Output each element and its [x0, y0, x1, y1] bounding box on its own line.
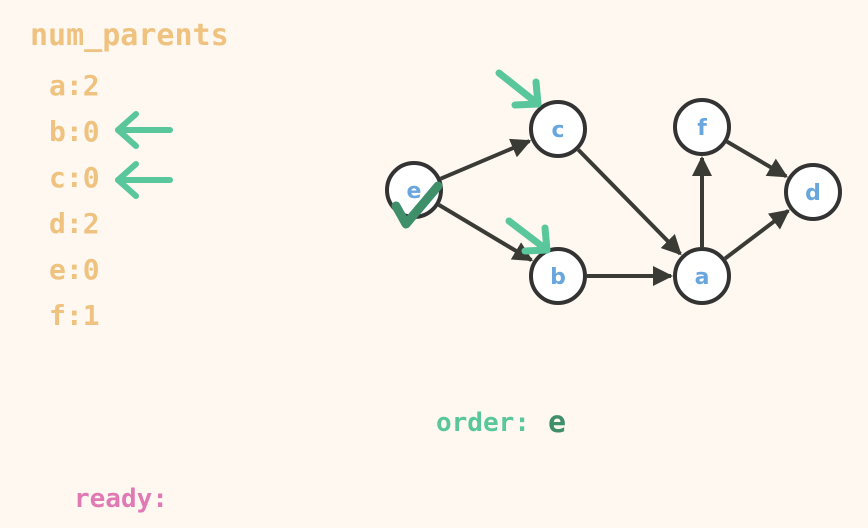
edge-c-a: [576, 148, 682, 256]
node-layer: e c b a f d: [385, 98, 842, 305]
svg-text:b: b: [550, 265, 566, 290]
node-a: a: [673, 247, 731, 305]
edge-layer: [437, 138, 790, 286]
count-item-c: c:0: [49, 161, 100, 194]
edge-f-d: [726, 139, 788, 179]
node-d: d: [784, 163, 842, 221]
count-pointer-arrow-c-icon: [115, 161, 173, 199]
node-f: f: [673, 98, 731, 156]
edge-e-b: [437, 203, 534, 262]
node-c: c: [529, 100, 587, 158]
edge-e-c: [439, 138, 532, 181]
count-pointer-arrow-b-icon: [115, 111, 173, 149]
ready-pointer-arrow-b-icon: [505, 217, 551, 255]
count-item-a: a:2: [49, 69, 100, 102]
count-item-d: d:2: [49, 207, 100, 240]
num-parents-title: num_parents: [30, 18, 229, 53]
visited-checkmark-icon: [391, 181, 443, 229]
svg-text:f: f: [697, 116, 707, 141]
ready-label: ready:: [74, 484, 168, 514]
node-b: b: [529, 247, 587, 305]
svg-text:d: d: [805, 181, 821, 206]
svg-text:a: a: [695, 265, 710, 290]
svg-text:e: e: [407, 179, 422, 204]
count-item-b: b:0: [49, 115, 100, 148]
edge-a-d: [723, 209, 790, 261]
ready-pointer-arrow-c-icon: [495, 69, 542, 109]
num-parents-list: a:2 b:0 c:0 d:2 e:0 f:1: [49, 66, 100, 342]
svg-text:c: c: [551, 118, 564, 143]
count-item-f: f:1: [49, 299, 100, 332]
count-item-e: e:0: [49, 253, 100, 286]
order-value: e: [548, 405, 567, 440]
order-label: order:: [436, 408, 530, 438]
